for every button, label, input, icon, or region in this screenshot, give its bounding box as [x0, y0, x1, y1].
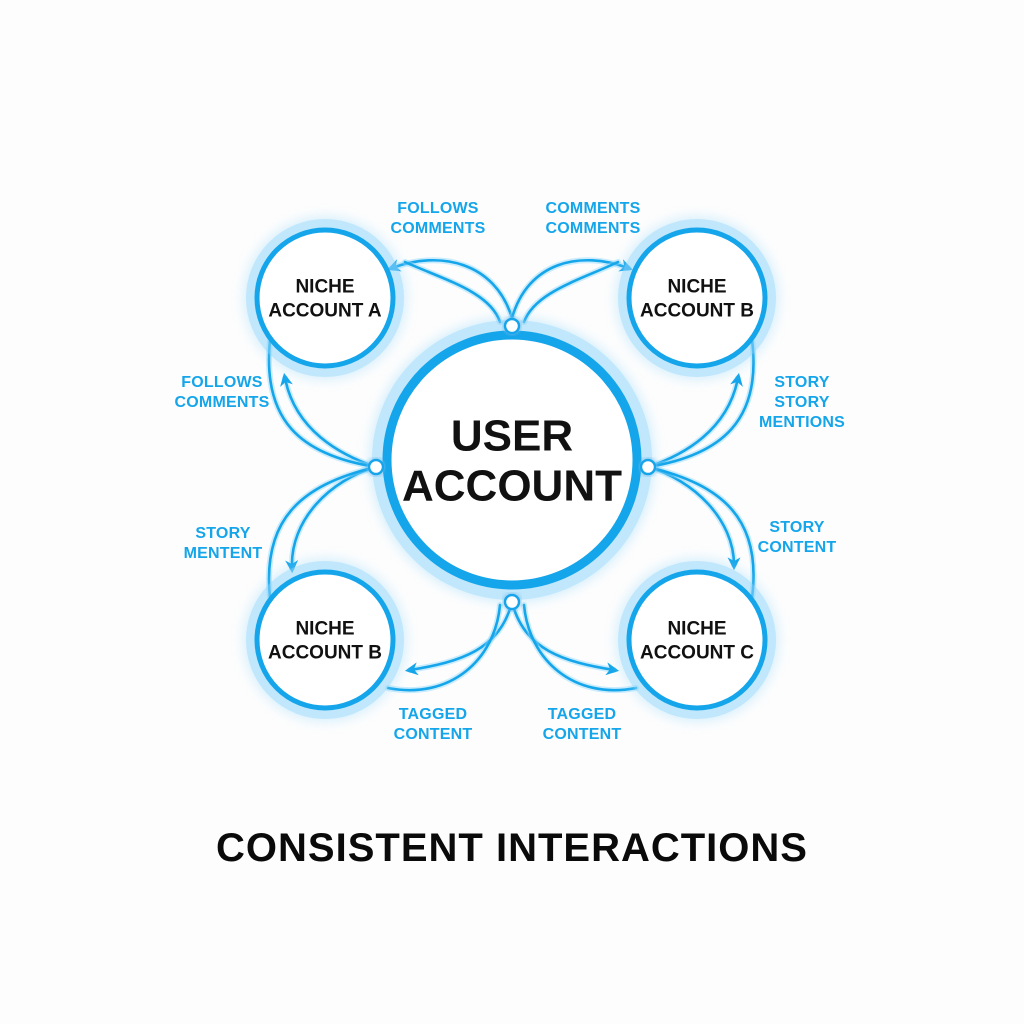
node-niche-account-c-label-line-1: NICHE [667, 619, 726, 640]
node-niche-account-b-top-label-line-1: NICHE [667, 277, 726, 298]
node-niche-account-a: NICHE ACCOUNT A [246, 219, 404, 377]
center-node-user-account-label-line-2: ACCOUNT [402, 461, 622, 510]
center-node-user-account-circle [382, 330, 642, 590]
node-niche-account-a-label-line-1: NICHE [295, 277, 354, 298]
node-niche-account-b-bottom-glow-ring [246, 561, 404, 719]
node-niche-account-b-top-circle [626, 227, 768, 369]
edge-btop-outer-right [646, 338, 755, 469]
edge-a-center-top-inner [403, 260, 502, 324]
node-niche-account-a-label-line-2: ACCOUNT A [268, 301, 382, 322]
edge-c-outer-right [646, 465, 755, 600]
edge-a-outer-left [267, 338, 378, 469]
junction-top-connector [503, 317, 521, 335]
edge-center-bottom-to-c [510, 600, 620, 676]
node-niche-account-b-bottom-circle [254, 569, 396, 711]
edge-center-right-to-c [646, 465, 741, 571]
edge-bbottom-outer-left [267, 465, 378, 600]
edge-c-center-bottom-outer [522, 603, 638, 692]
edge-labels-layer: FOLLOWS COMMENTS COMMENTS COMMENTS FOLLOWS CO… [175, 200, 845, 743]
junction-bottom-connector [503, 593, 521, 611]
edge-label-bottom-right-line-2: CONTENT [543, 726, 622, 743]
edge-label-left-upper-line-1: FOLLOWS [181, 374, 263, 391]
node-niche-account-b-bottom-label-line-2: ACCOUNT B [268, 643, 382, 664]
edge-label-right-lower-line-1: STORY [769, 519, 824, 536]
edge-label-left-lower-line-1: STORY [195, 525, 250, 542]
node-niche-account-b-top-glow-ring [618, 219, 776, 377]
center-node-user-account-label-line-1: USER [451, 411, 573, 460]
node-niche-account-c-circle [626, 569, 768, 711]
node-niche-account-b-top-label-line-2: ACCOUNT B [640, 301, 754, 322]
edge-label-left-lower-line-2: MENTENT [184, 545, 263, 562]
edge-b-center-top-inner [522, 260, 620, 324]
edge-bbottom-center-bottom-outer-glow [385, 602, 503, 694]
edge-label-right-upper-line-3: MENTIONS [759, 414, 845, 431]
junction-left-connector [367, 458, 385, 476]
edge-label-top-right-line-2: COMMENTS [546, 220, 641, 237]
edge-label-bottom-right-line-1: TAGGED [548, 706, 616, 723]
junction-right-connector [639, 458, 657, 476]
node-niche-account-b-bottom: NICHE ACCOUNT B [246, 561, 404, 719]
edge-a-to-center-left [280, 372, 378, 469]
edge-center-top-to-b [510, 259, 633, 320]
edge-label-top-left-line-1: FOLLOWS [397, 200, 479, 217]
node-niche-account-a-glow-ring [246, 219, 404, 377]
edge-label-top-left-line-2: COMMENTS [391, 220, 486, 237]
edge-center-left-to-bbottom [285, 465, 378, 574]
diagram-caption: CONSISTENT INTERACTIONS [216, 826, 808, 870]
node-niche-account-c: NICHE ACCOUNT C [618, 561, 776, 719]
node-niche-account-b-bottom-label-line-1: NICHE [295, 619, 354, 640]
edge-bbottom-to-center-bottom [404, 600, 514, 676]
edge-label-right-lower-line-2: CONTENT [758, 539, 837, 556]
edge-label-top-right-line-1: COMMENTS [546, 200, 641, 217]
edge-label-right-upper-line-1: STORY [774, 374, 829, 391]
edges-layer [266, 257, 757, 694]
node-niche-account-c-glow-ring [618, 561, 776, 719]
node-niche-account-b-top: NICHE ACCOUNT B [618, 219, 776, 377]
edge-label-bottom-left-line-1: TAGGED [399, 706, 467, 723]
node-niche-account-a-circle [254, 227, 396, 369]
edge-b-center-top-inner-glow [521, 259, 621, 325]
edge-btop-to-center-right [646, 372, 743, 469]
node-niche-account-c-label-line-2: ACCOUNT C [640, 643, 754, 664]
edge-bbottom-center-bottom-outer [386, 603, 502, 692]
edge-label-left-upper-line-2: COMMENTS [175, 394, 270, 411]
edge-a-center-top-inner-glow [402, 259, 503, 325]
edge-label-bottom-left-line-2: CONTENT [394, 726, 473, 743]
edge-label-right-upper-line-2: STORY [774, 394, 829, 411]
